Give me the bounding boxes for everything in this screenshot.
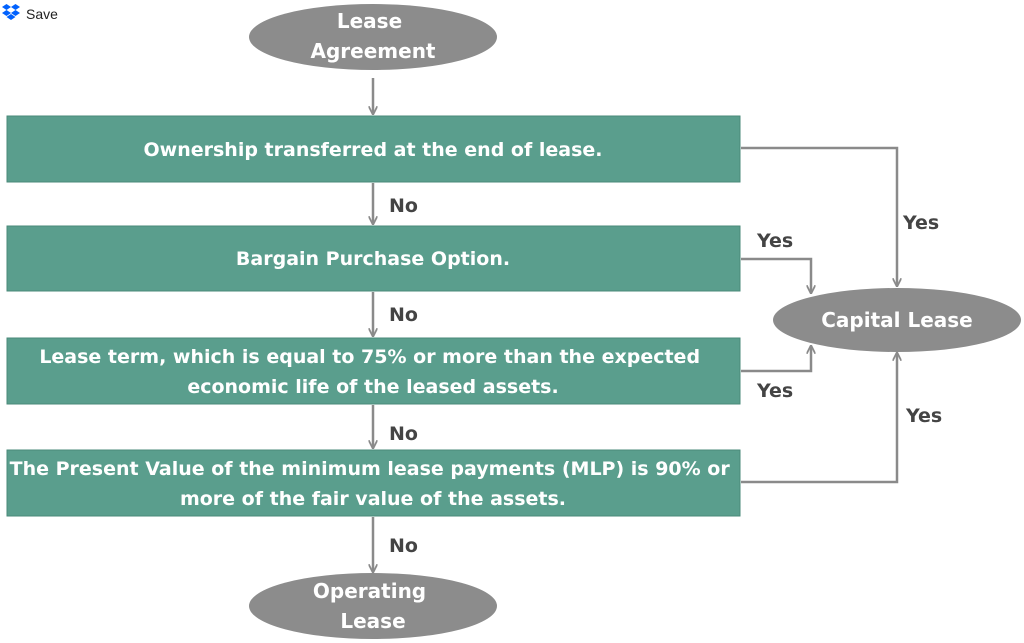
term-to-capital-arrow (741, 346, 811, 373)
svg-text:The Present Value of the minim: The Present Value of the minimum lease p… (10, 458, 737, 510)
save-label: Save (26, 6, 58, 22)
criterion-bargain-purchase: Bargain Purchase Option. (6, 225, 741, 292)
svg-text:Lease Agreement: Lease Agreement (311, 9, 436, 63)
svg-text:Capital Lease: Capital Lease (821, 308, 973, 332)
start-line-2: Agreement (311, 39, 436, 63)
no-label: No (389, 304, 418, 326)
criterion-box (6, 337, 741, 405)
criterion-text: Bargain Purchase Option. (236, 248, 510, 270)
no-label: No (389, 535, 418, 557)
operating-lease-oval (249, 573, 497, 639)
criterion-text-line-2: more of the fair value of the assets. (180, 488, 566, 510)
criterion-text-line-1: Lease term, which is equal to 75% or mor… (39, 346, 700, 368)
criterion-text: Ownership transferred at the end of leas… (144, 139, 603, 161)
criterion-box (6, 115, 741, 183)
capital-lease-label: Capital Lease (821, 308, 973, 332)
start-line-1: Lease (337, 9, 402, 33)
capital-lease-node: Capital Lease (773, 288, 1021, 352)
svg-text:Operating Lease: Operating Lease (313, 579, 433, 633)
operating-line-1: Operating (313, 579, 426, 603)
operating-lease-node: Operating Lease (249, 573, 497, 639)
operating-line-2: Lease (340, 609, 405, 633)
criterion-ownership: Ownership transferred at the end of leas… (6, 115, 741, 183)
bargain-to-capital-arrow (741, 257, 811, 293)
capital-lease-oval (773, 288, 1021, 352)
yes-label: Yes (756, 380, 793, 402)
no-label: No (389, 195, 418, 217)
yes-label: Yes (905, 405, 942, 427)
no-label: No (389, 423, 418, 445)
svg-text:Lease term, which is equal to: Lease term, which is equal to 75% or mor… (39, 346, 706, 398)
ownership-to-capital-arrow (741, 146, 897, 286)
svg-text:Bargain Purchase Option.: Bargain Purchase Option. (236, 248, 510, 270)
yes-label: Yes (902, 212, 939, 234)
svg-text:Ownership transferred at the e: Ownership transferred at the end of leas… (144, 139, 603, 161)
edge-labels: No No No No Yes Yes Yes Yes (389, 195, 942, 557)
save-button[interactable]: Save (0, 0, 58, 28)
yes-label: Yes (756, 230, 793, 252)
criterion-text-line-1: The Present Value of the minimum lease p… (10, 458, 731, 480)
criterion-present-value: The Present Value of the minimum lease p… (6, 449, 741, 517)
connectors (373, 78, 897, 572)
dropbox-icon (2, 4, 20, 24)
criterion-text-line-2: economic life of the leased assets. (187, 376, 558, 398)
start-node: Lease Agreement (249, 4, 497, 70)
criterion-box (6, 449, 741, 517)
pv-to-capital-arrow (741, 353, 897, 484)
criterion-lease-term: Lease term, which is equal to 75% or mor… (6, 337, 741, 405)
criterion-box (6, 225, 741, 292)
start-oval (249, 4, 497, 70)
